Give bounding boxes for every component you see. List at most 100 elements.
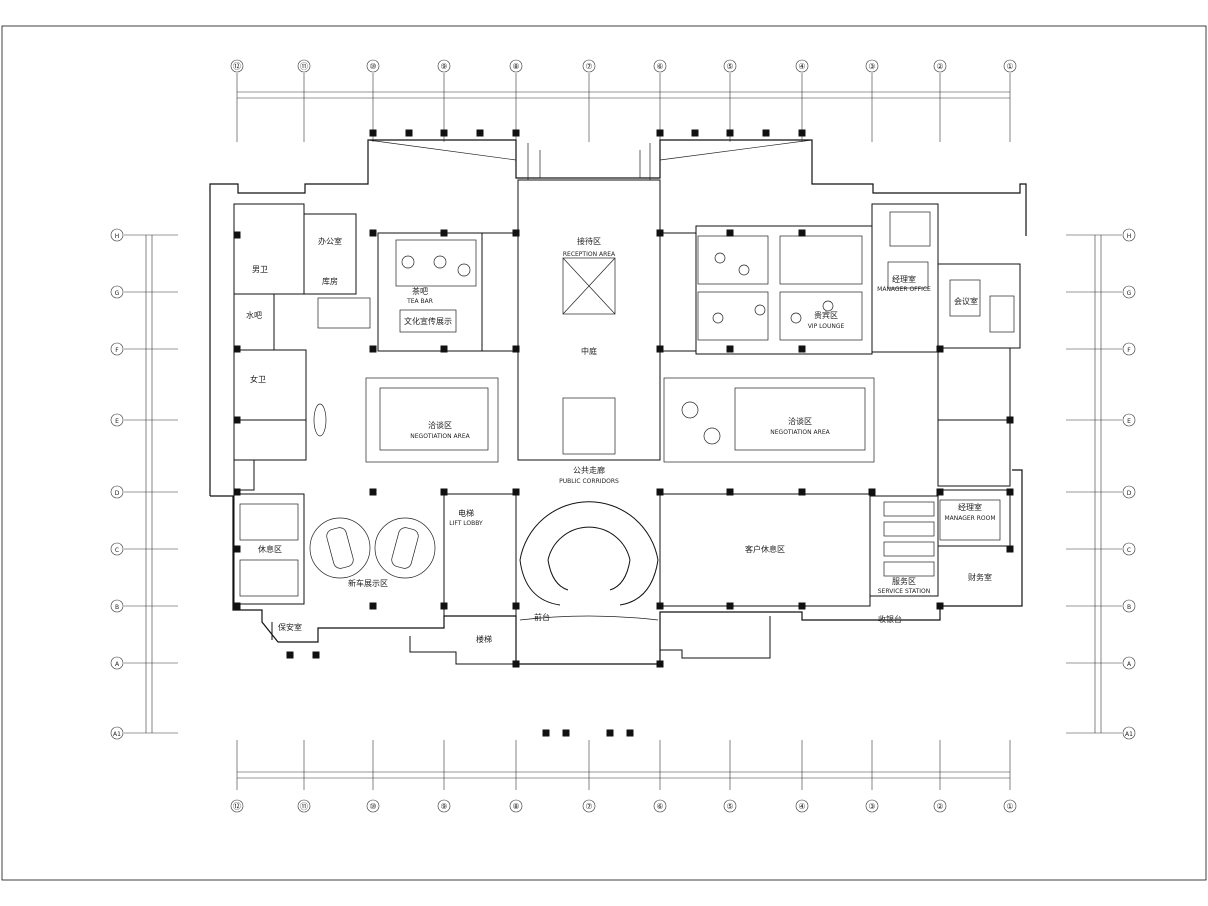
grid-bubble bbox=[723, 799, 737, 813]
grid-bubble-label: ④ bbox=[798, 802, 805, 811]
grid-bubble bbox=[582, 59, 596, 73]
column bbox=[440, 129, 448, 137]
grid-bubble-label: H bbox=[1127, 233, 1132, 240]
grid-bubble bbox=[1122, 285, 1136, 299]
service-label-en: SERVICE STATION bbox=[878, 588, 931, 595]
column bbox=[936, 488, 944, 496]
grid-bubble bbox=[933, 799, 947, 813]
grid-bubble-label: A1 bbox=[113, 731, 121, 738]
column bbox=[691, 129, 699, 137]
grid-bubble bbox=[1122, 656, 1136, 670]
vip-lounge-en: VIP LOUNGE bbox=[808, 323, 845, 330]
grid-bubble-label: ② bbox=[936, 62, 943, 71]
column bbox=[1006, 545, 1014, 553]
column bbox=[233, 602, 241, 610]
column bbox=[726, 488, 734, 496]
grid-bubble bbox=[230, 799, 244, 813]
column bbox=[369, 488, 377, 496]
grid-bubble bbox=[933, 59, 947, 73]
column bbox=[762, 129, 770, 137]
grid-bubble bbox=[865, 59, 879, 73]
column bbox=[233, 416, 241, 424]
column bbox=[562, 729, 570, 737]
column bbox=[512, 660, 520, 668]
grid-bubble-label: ③ bbox=[868, 802, 875, 811]
reception-label-cn: 接待区 bbox=[577, 236, 601, 246]
grid-bubble bbox=[1122, 599, 1136, 613]
grid-bubble bbox=[110, 342, 124, 356]
column bbox=[512, 345, 520, 353]
dimension-lines bbox=[145, 91, 1102, 779]
grid-bubble-label: ⑨ bbox=[440, 802, 447, 811]
grid-bubble bbox=[795, 59, 809, 73]
grid-bubble-label: ⑦ bbox=[585, 802, 592, 811]
grid-bubble-label: H bbox=[115, 233, 120, 240]
column bbox=[512, 129, 520, 137]
grid-bubble-label: C bbox=[1127, 547, 1131, 554]
column bbox=[405, 129, 413, 137]
lounge-label: 休息区 bbox=[258, 544, 282, 554]
lift-label-cn: 电梯 bbox=[458, 508, 474, 518]
column bbox=[440, 602, 448, 610]
furniture bbox=[239, 211, 1015, 597]
grid-bubble bbox=[110, 656, 124, 670]
column bbox=[606, 729, 614, 737]
column bbox=[476, 129, 484, 137]
column bbox=[1006, 488, 1014, 496]
meeting-label: 会议室 bbox=[954, 296, 978, 306]
grid-bubble bbox=[1122, 228, 1136, 242]
office-label: 办公室 bbox=[318, 236, 342, 246]
grid-bubble-label: ⑧ bbox=[512, 802, 519, 811]
public-corridor-label-cn: 公共走廊 bbox=[573, 465, 605, 475]
column bbox=[656, 345, 664, 353]
lift-label-en: LIFT LOBBY bbox=[449, 520, 483, 527]
grid-bubble-label: ⑧ bbox=[512, 62, 519, 71]
column bbox=[286, 651, 294, 659]
grid-bubble-label: C bbox=[115, 547, 119, 554]
grid-bubble bbox=[1003, 799, 1017, 813]
grid-bubble-label: ⑤ bbox=[726, 802, 733, 811]
grid-bubble-label: ⑩ bbox=[369, 62, 376, 71]
grid-bubble bbox=[582, 799, 596, 813]
grid-bubble bbox=[723, 59, 737, 73]
manager-room-en: MANAGER ROOM bbox=[944, 515, 995, 522]
column bbox=[726, 229, 734, 237]
tea-bar-label-en: TEA BAR bbox=[406, 298, 433, 305]
grid-bubble bbox=[110, 726, 124, 740]
grid-bubble-label: ⑥ bbox=[656, 62, 663, 71]
negotiation-left-en: NEGOTIATION AREA bbox=[410, 433, 470, 440]
grid-bubble-label: D bbox=[115, 490, 120, 497]
column bbox=[312, 651, 320, 659]
grid-bubble-label: B bbox=[115, 604, 119, 611]
water-bar-label: 水吧 bbox=[246, 310, 262, 320]
sheet-frame bbox=[1, 25, 1207, 881]
store-label: 库房 bbox=[322, 276, 338, 286]
grid-bubble-label: E bbox=[1127, 418, 1131, 425]
grid-bubble-label: G bbox=[1127, 290, 1132, 297]
grid-bubble-label: ② bbox=[936, 802, 943, 811]
column bbox=[798, 345, 806, 353]
grid-bubble bbox=[110, 228, 124, 242]
column bbox=[868, 488, 876, 496]
grid-bubble-label: ⑫ bbox=[233, 62, 241, 71]
column bbox=[512, 488, 520, 496]
grid-bubble-label: B bbox=[1127, 604, 1131, 611]
column bbox=[512, 602, 520, 610]
column bbox=[656, 602, 664, 610]
grid-bubble-label: ⑦ bbox=[585, 62, 592, 71]
column bbox=[440, 229, 448, 237]
grid-bubble-label: A1 bbox=[1125, 731, 1133, 738]
grid-bubble bbox=[1122, 342, 1136, 356]
column bbox=[512, 229, 520, 237]
grid-bubble bbox=[653, 799, 667, 813]
stair-label: 楼梯 bbox=[476, 634, 492, 644]
grid-bubble bbox=[110, 599, 124, 613]
grid-bubble bbox=[509, 59, 523, 73]
column bbox=[369, 229, 377, 237]
column bbox=[798, 229, 806, 237]
column bbox=[233, 488, 241, 496]
reception-desk-label: 前台 bbox=[534, 612, 550, 622]
grid-bubble-label: G bbox=[115, 290, 120, 297]
column bbox=[440, 345, 448, 353]
